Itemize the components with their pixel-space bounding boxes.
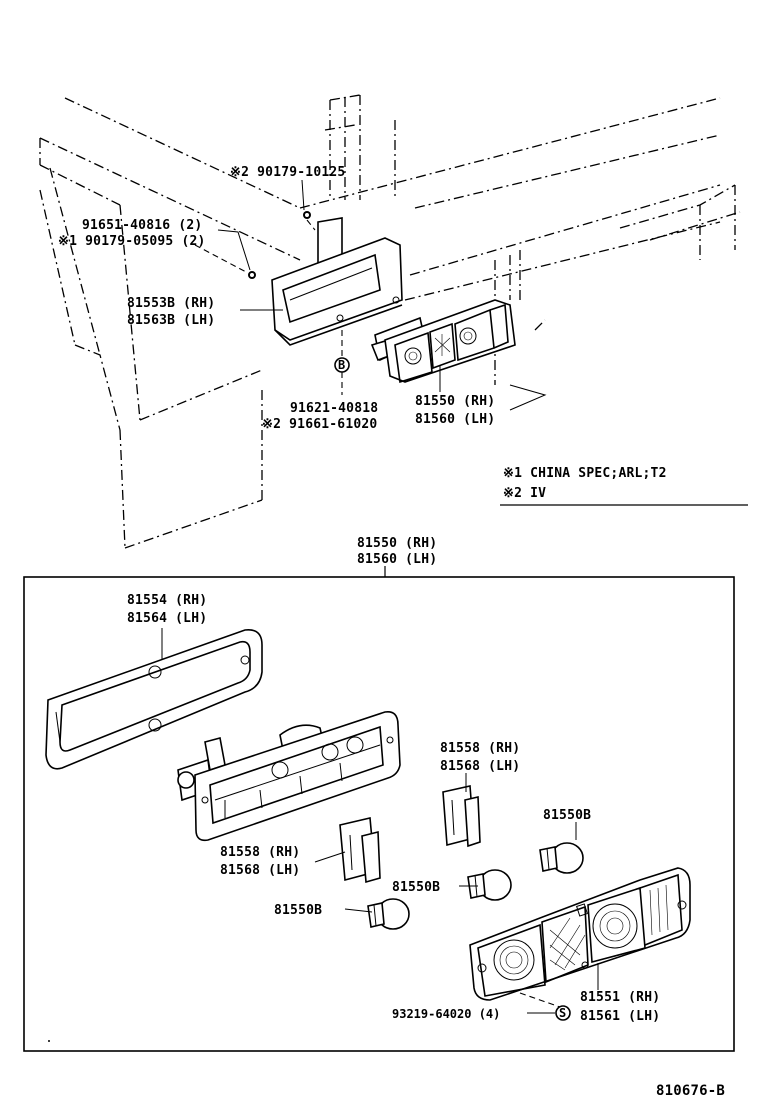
label-lamp-assy-lh-top: 81560 (LH) [415, 412, 495, 427]
socket-81558-left [339, 817, 381, 884]
labels-box: 81554 (RH) 81564 (LH) 81558 (RH) 81568 (… [127, 593, 660, 1024]
label-gasket-lh: 81564 (LH) [127, 611, 207, 626]
bolt-90179-10125 [303, 211, 311, 219]
lamp-housing [177, 710, 401, 842]
drawing-number: 810676-B [656, 1083, 725, 1099]
label-gasket-rh: 81554 (RH) [127, 593, 207, 608]
label-bulb-mid: 81550B [392, 880, 440, 895]
label-nut-upper-alt: ※1 90179-05095 (2) [58, 234, 206, 249]
socket-81558-right [442, 785, 481, 848]
callout-letter-washer: B [338, 358, 345, 372]
label-bulb-left: 81550B [274, 903, 322, 918]
leaders-top [194, 179, 441, 395]
box-header: 81550 (RH) 81560 (LH) [357, 536, 437, 577]
rear-combination-lamp-assembly-top [370, 299, 516, 384]
screw-93219-64020: S [555, 1005, 571, 1021]
labels-top: ※2 90179-10125 91651-40816 (2) ※1 90179-… [58, 165, 495, 432]
label-lamp-assy-lh-box: 81560 (LH) [357, 552, 437, 567]
label-bracket-rh: 81553B (RH) [127, 296, 215, 311]
label-bulb-right: 81550B [543, 808, 591, 823]
nut-91651-40816 [248, 271, 256, 279]
lamp-bracket [271, 217, 403, 346]
label-lens-lh: 81561 (LH) [580, 1009, 660, 1024]
bulb-81550b-mid [467, 869, 512, 901]
label-nut-upper: 91651-40816 (2) [82, 218, 202, 233]
label-lamp-assy-rh-top: 81550 (RH) [415, 394, 495, 409]
label-socket-rh-right: 81558 (RH) [440, 741, 520, 756]
leaders-box [314, 773, 599, 1014]
label-socket-lh-right: 81568 (LH) [440, 759, 520, 774]
legend-note-1: ※1 CHINA SPEC;ARL;T2 [503, 466, 667, 481]
label-socket-lh-left: 81568 (LH) [220, 863, 300, 878]
bulb-81550b-right [539, 842, 584, 874]
label-screw: 93219-64020 (4) [392, 1007, 500, 1021]
vehicle-body-outline [39, 94, 741, 549]
label-lamp-assy-rh-box: 81550 (RH) [357, 536, 437, 551]
gasket-81554 [45, 628, 263, 770]
label-lens-rh: 81551 (RH) [580, 990, 660, 1005]
label-washer-a: 91621-40818 [290, 401, 378, 416]
label-socket-rh-left: 81558 (RH) [220, 845, 300, 860]
callout-letter-screw: S [559, 1006, 566, 1020]
label-bracket-lh: 81563B (LH) [127, 313, 215, 328]
legend-note-2: ※2 IV [503, 486, 546, 501]
label-bolt-top: ※2 90179-10125 [230, 165, 345, 180]
frame-dot [48, 1040, 50, 1042]
label-washer-b: ※2 91661-61020 [262, 417, 377, 432]
legend: ※1 CHINA SPEC;ARL;T2 ※2 IV [500, 466, 748, 506]
exploded-view-frame [23, 576, 735, 1052]
bulb-81550b-left [367, 898, 410, 930]
lens-81551 [469, 867, 691, 1001]
